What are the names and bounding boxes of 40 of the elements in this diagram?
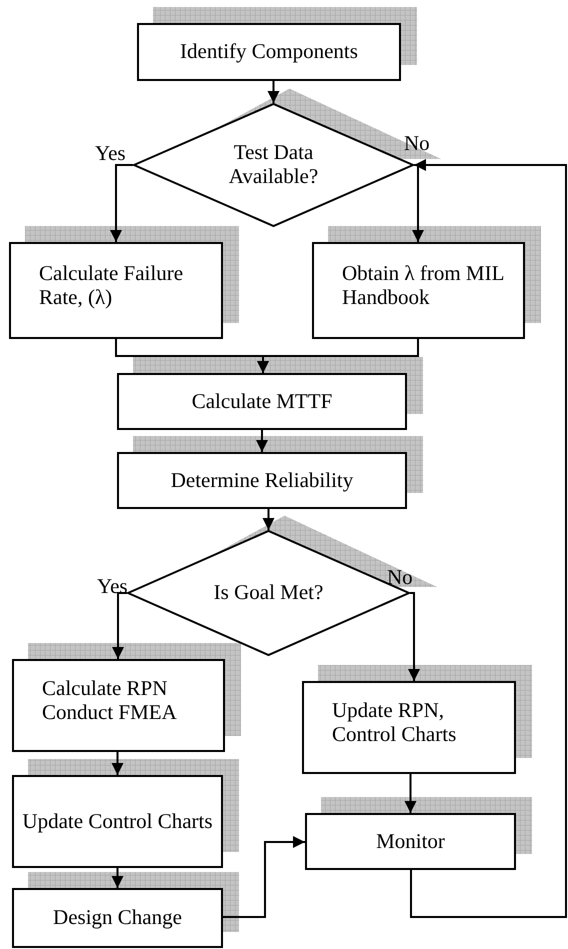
step-text: Calculate MTTF	[192, 390, 332, 414]
decision-diamond	[127, 530, 410, 656]
step-text: Obtain λ from MIL Handbook	[342, 262, 505, 310]
decision-text: Is Goal Met?	[214, 581, 324, 605]
process-box	[302, 681, 516, 774]
arrow	[262, 509, 274, 530]
edge-label: No	[387, 567, 413, 588]
arrow	[257, 339, 419, 373]
edge-label: Yes	[97, 576, 128, 597]
arrow	[412, 164, 424, 242]
step-text: Update Control Charts	[22, 810, 213, 834]
arrow	[112, 868, 124, 888]
step-text: Identify Components	[180, 40, 358, 64]
arrow	[408, 592, 420, 681]
arrow	[268, 81, 280, 103]
arrow	[410, 159, 567, 918]
process-box	[117, 373, 407, 430]
process-box	[137, 23, 401, 81]
edge-label: Yes	[95, 143, 126, 164]
arrow	[110, 164, 133, 242]
process-box	[12, 888, 223, 948]
edge-label: No	[404, 133, 430, 154]
process-box	[305, 813, 516, 870]
step-text: Update RPN, Control Charts	[332, 698, 458, 746]
step-text: Calculate Failure Rate, (λ)	[39, 262, 184, 310]
arrow	[223, 836, 305, 918]
step-text: Determine Reliability	[170, 468, 354, 492]
arrow	[112, 592, 127, 659]
decision-text: Test Data Available?	[228, 141, 320, 189]
arrow	[404, 774, 416, 813]
step-text: Calculate RPN Conduct FMEA	[42, 676, 178, 724]
arrow	[112, 752, 124, 775]
process-box	[117, 452, 407, 509]
process-box	[12, 775, 223, 868]
process-box	[12, 659, 225, 752]
process-box	[9, 242, 223, 339]
step-text: Design Change	[53, 906, 182, 930]
step-text: Monitor	[376, 830, 445, 854]
arrow	[256, 430, 268, 452]
process-box	[312, 242, 525, 339]
